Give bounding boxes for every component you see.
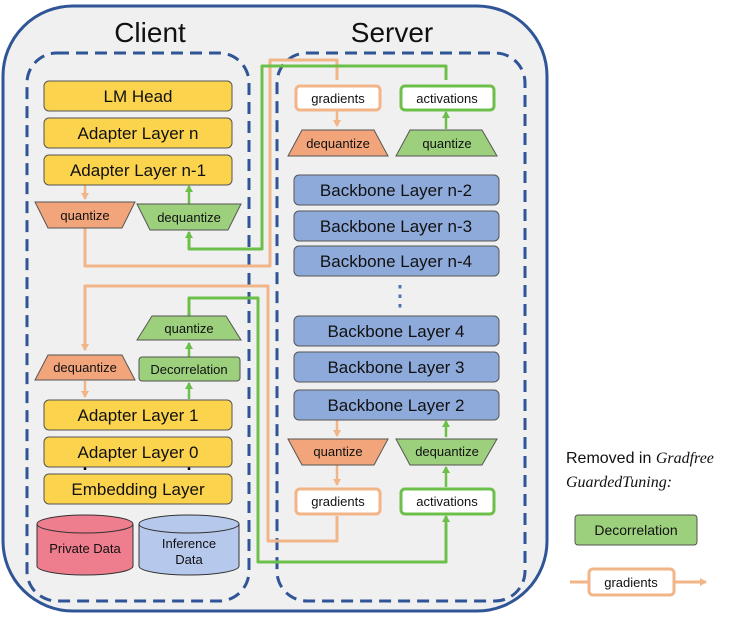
backbone-layer-4-label: Backbone Layer 4	[327, 322, 464, 341]
legend-gradients-box	[587, 567, 676, 597]
server-gradients-top-box	[294, 84, 382, 112]
server-activations-top-label: activations	[416, 91, 478, 106]
client-dequantize-label: dequantize	[157, 210, 221, 225]
backbone-layer-2-box	[293, 389, 500, 421]
server-dequantize-top-shape	[287, 129, 389, 157]
legend-title-line1: Removed in Gradfree	[566, 450, 714, 467]
backbone-layer-n-4-label: Backbone Layer n-4	[320, 252, 472, 271]
adapter-layer-0-label: Adapter Layer 0	[78, 443, 199, 462]
client-dequantize2-shape	[34, 354, 136, 381]
client-quantize2-shape	[136, 315, 242, 341]
legend-decorrelation-box	[574, 514, 698, 546]
backbone-layer-n-2-label: Backbone Layer n-2	[320, 181, 472, 200]
backbone-layer-2-label: Backbone Layer 2	[327, 396, 464, 415]
backbone-layer-n-2-box	[293, 174, 500, 206]
client-title: Client	[114, 17, 186, 48]
embedding-layer-box	[43, 473, 233, 505]
server-gradients-bottom-label: gradients	[311, 494, 365, 509]
backbone-layer-4-box	[293, 315, 500, 347]
server-quantize-top-shape	[395, 129, 498, 157]
adapter-layer-1-label: Adapter Layer 1	[78, 406, 199, 425]
adapter-layer-0-box	[43, 436, 233, 468]
adapter-layer-n-1-box	[43, 154, 233, 186]
client-dequantize2-label: dequantize	[53, 360, 117, 375]
backbone-layer-n-4-box	[293, 245, 500, 277]
server-activations-bottom-box	[399, 487, 496, 516]
lm-head-box	[43, 80, 233, 112]
client-quantize2-label: quantize	[164, 321, 213, 336]
legend-gradients-label: gradients	[604, 575, 658, 590]
server-activations-top-box	[399, 84, 496, 112]
legend-title-line2: GuardedTuning:	[566, 474, 672, 491]
adapter-layer-n-label: Adapter Layer n	[78, 124, 199, 143]
server-quantize-bottom-label: quantize	[313, 444, 362, 459]
server-dequantize-top-label: dequantize	[306, 136, 370, 151]
server-dequantize-bottom-shape	[395, 438, 498, 466]
server-dequantize-bottom-label: dequantize	[415, 444, 479, 459]
backbone-layer-n-3-box	[293, 210, 500, 242]
embedding-layer-label: Embedding Layer	[71, 480, 205, 499]
adapter-layer-1-box	[43, 399, 233, 431]
client-quantize-shape	[34, 201, 136, 229]
client-dequantize-shape	[136, 203, 242, 231]
server-quantize-bottom-shape	[287, 438, 389, 466]
activation-path-top	[185, 64, 448, 251]
lm-head-label: LM Head	[104, 87, 173, 106]
server-gradients-top-label: gradients	[311, 91, 365, 106]
adapter-layer-n-1-label: Adapter Layer n-1	[70, 161, 206, 180]
gradient-path-bottom	[81, 284, 339, 543]
client-container	[25, 51, 251, 603]
adapter-layer-n-box	[43, 117, 233, 149]
activation-path-bottom	[187, 296, 450, 564]
backbone-layer-n-3-label: Backbone Layer n-3	[320, 217, 472, 236]
client-decorrelation-label: Decorrelation	[150, 362, 227, 377]
client-quantize-label: quantize	[60, 208, 109, 223]
server-title: Server	[351, 17, 433, 48]
legend-decorrelation-label: Decorrelation	[594, 522, 677, 538]
legend-removed-prefix: Removed in	[566, 450, 656, 467]
legend-removed-italic-1: Gradfree	[656, 450, 714, 467]
backbone-layer-3-box	[293, 351, 500, 383]
private-data-label: Private Data	[49, 541, 121, 556]
inference-data-label-2: Data	[175, 552, 203, 567]
client-decorrelation-box	[138, 356, 241, 382]
ellipsis: ⋮	[386, 279, 414, 312]
server-activations-bottom-label: activations	[416, 494, 478, 509]
private-data-cylinder	[36, 514, 134, 576]
inference-data-label-1: Inference	[162, 536, 216, 551]
inference-data-cylinder	[138, 514, 240, 576]
server-quantize-top-label: quantize	[422, 136, 471, 151]
gradient-path-top	[83, 58, 339, 268]
server-container	[275, 51, 527, 603]
backbone-layer-3-label: Backbone Layer 3	[327, 358, 464, 377]
server-gradients-bottom-box	[294, 487, 382, 516]
